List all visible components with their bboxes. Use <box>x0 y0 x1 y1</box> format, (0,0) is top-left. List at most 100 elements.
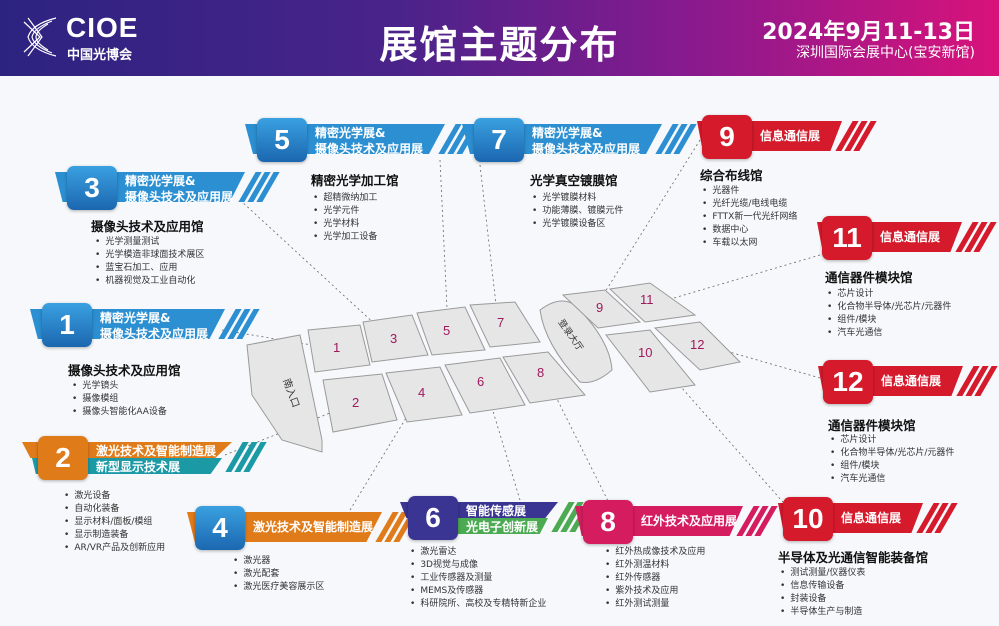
hall-5-block <box>416 306 486 356</box>
exhibit-list-item: 蓝宝石加工、应用 <box>95 262 204 275</box>
exhibit-list-item: 光学模造非球面技术展区 <box>95 249 204 262</box>
lobby-block <box>539 300 613 383</box>
theme-banner: 8 红外技术及应用展 <box>575 500 803 544</box>
hall-name: 通信器件模块馆 <box>825 270 913 285</box>
banner-theme-text: 激光技术及智能制造展 <box>96 444 217 458</box>
exhibit-list-item: 光学材料 <box>313 218 377 231</box>
exhibit-list-item: 汽车光通信 <box>827 327 951 340</box>
hall-card-1: 1精密光学展&摄像头技术及应用展摄像头技术及应用馆光学镜头摄像模组摄像头智能化A… <box>30 303 285 423</box>
logo-fan-icon <box>23 17 57 57</box>
banner-theme-text: 精密光学展& <box>532 126 603 140</box>
leader-line <box>649 254 821 306</box>
exhibit-list-item: 自动化装备 <box>64 503 165 516</box>
hall-number-badge: 11 <box>822 216 872 260</box>
exhibit-list-item: 化合物半导体/光芯片/元器件 <box>827 301 951 314</box>
banner-theme-text: 信息通信展 <box>760 129 821 143</box>
hall-number-badge: 2 <box>38 436 88 480</box>
hall-card-12: 12信息通信展通信器件模块馆芯片设计化合物半导体/光芯片/元器件组件/模块汽车光… <box>818 360 999 484</box>
theme-banner: 5 精密光学展&摄像头技术及应用展 <box>245 118 505 162</box>
hall-card-11: 11 信息通信展通信器件模块馆芯片设计化合物半导体/光芯片/元器件组件/模块汽车光… <box>817 216 999 338</box>
exhibit-list: 激光器激光配套激光医疗美容展示区 <box>233 555 324 594</box>
exhibit-list: 芯片设计化合物半导体/光芯片/元器件组件/模块汽车光通信 <box>827 288 951 340</box>
hall-11-block <box>608 282 697 323</box>
banner-theme-text: 精密光学展& <box>125 174 196 188</box>
logo-subtitle: 中国光博会 <box>67 48 133 63</box>
header-banner: CIOE 中国光博会 展馆主题分布 2024年9月11-13日 深圳国际会展中心… <box>0 0 999 76</box>
hall-number-badge: 8 <box>583 500 633 544</box>
exhibit-list-item: 功能薄膜、镀膜元件 <box>532 205 623 218</box>
hall-12-label: 12 <box>690 337 704 352</box>
hall-10-label: 10 <box>638 345 652 360</box>
hall-3-label: 3 <box>390 331 397 346</box>
hall-card-2: 2激光技术及智能制造展新型显示技术展激光设备自动化装备显示材料/面板/模组显示制… <box>22 436 292 556</box>
banner-theme-text: 激光技术及智能制造展 <box>253 520 374 534</box>
hall-2-label: 2 <box>352 395 359 410</box>
exhibit-list-item: 测试测量/仪器仪表 <box>780 567 865 580</box>
exhibit-list-item: 红外测温材料 <box>605 559 705 572</box>
exhibit-list-item: 数据中心 <box>702 224 797 237</box>
hall-4-block <box>385 366 463 423</box>
south-entrance-block <box>246 334 323 453</box>
exhibit-list-item: 科研院所、高校及专精特新企业 <box>410 598 546 611</box>
hall-number-badge: 1 <box>42 303 92 347</box>
hall-9-label: 9 <box>596 300 603 315</box>
hall-7-label: 7 <box>497 315 504 330</box>
exhibit-list: 光器件光纤光缆/电线电缆FTTX新一代光纤网络数据中心车载以太网 <box>702 185 797 250</box>
hall-6-block <box>444 357 526 414</box>
leader-line <box>599 139 701 301</box>
banner-theme-text: 红外技术及应用展 <box>641 514 738 528</box>
exhibit-list-item: AR/VR产品及创新应用 <box>64 542 165 555</box>
hall-number-badge: 9 <box>702 115 752 159</box>
hall-6-label: 6 <box>477 374 484 389</box>
exhibit-list-item: 激光雷达 <box>410 546 546 559</box>
hall-number-badge: 7 <box>474 118 524 162</box>
theme-banner: 9 信息通信展 <box>697 115 902 159</box>
hall-card-9: 9 信息通信展综合布线馆光器件光纤光缆/电线电缆FTTX新一代光纤网络数据中心车载… <box>697 115 902 248</box>
hall-2-block <box>322 373 398 433</box>
page-title: 展馆主题分布 <box>379 23 620 67</box>
map-halls <box>246 282 742 453</box>
cioe-logo: CIOE 中国光博会 <box>22 12 172 63</box>
hall-card-10: 10信息通信展半导体及光通信智能装备馆测试测量/仪器仪表信息传输设备封装设备半导… <box>778 497 983 617</box>
exhibit-list-item: 光器件 <box>702 185 797 198</box>
exhibit-list-item: 机器视觉及工业自动化 <box>95 275 204 288</box>
hall-card-4: 4激光技术及智能制造展激光器激光配套激光医疗美容展示区 <box>187 506 442 626</box>
exhibit-list-item: 组件/模块 <box>827 314 951 327</box>
exhibit-list: 红外热成像技术及应用红外测温材料红外传感器紫外技术及应用红外测试测量 <box>605 546 705 611</box>
event-date: 2024年9月11-13日 <box>762 20 975 45</box>
hall-name: 综合布线馆 <box>700 168 763 183</box>
exhibit-list-item: 激光配套 <box>233 568 324 581</box>
hall-number-badge: 5 <box>257 118 307 162</box>
banner-theme-text: 摄像头技术及应用展 <box>315 142 424 156</box>
banner-theme-text: 信息通信展 <box>881 374 942 388</box>
hall-10-block <box>605 329 696 393</box>
exhibit-list-item: FTTX新一代光纤网络 <box>702 211 797 224</box>
leader-line <box>239 199 391 339</box>
banner-theme-text: 精密光学展& <box>315 126 386 140</box>
banner-theme-text: 信息通信展 <box>880 230 941 244</box>
exhibit-list-item: 光纤光缆/电线电缆 <box>702 198 797 211</box>
banner-theme-text: 信息通信展 <box>841 511 902 525</box>
exhibit-list: 测试测量/仪器仪表信息传输设备封装设备半导体生产与制造 <box>780 567 865 619</box>
exhibit-list-item: 3D视觉与成像 <box>410 559 546 572</box>
exhibit-list-item: 红外测试测量 <box>605 598 705 611</box>
hall-12-block <box>653 321 742 371</box>
exhibit-list-item: 组件/模块 <box>830 460 954 473</box>
hall-card-3: 3精密光学展&摄像头技术及应用展摄像头技术及应用馆光学测量测试光学模造非球面技术… <box>55 166 305 286</box>
exhibit-list-item: 芯片设计 <box>830 434 954 447</box>
logo-text: CIOE <box>66 12 139 43</box>
exhibit-list-item: 激光医疗美容展示区 <box>233 581 324 594</box>
banner-theme-text: 摄像头技术及应用展 <box>532 142 641 156</box>
hall-name: 摄像头技术及应用馆 <box>68 363 181 378</box>
exhibit-list: 超精微纳加工光学元件光学材料光学加工设备 <box>313 192 377 244</box>
hall-number-badge: 6 <box>408 496 458 540</box>
banner-theme-text: 精密光学展& <box>100 311 171 325</box>
hall-name: 半导体及光通信智能装备馆 <box>778 550 929 565</box>
hall-3-block <box>362 314 429 363</box>
exhibit-list-item: 车载以太网 <box>702 237 797 250</box>
banner-theme-text: 摄像头技术及应用展 <box>125 190 234 204</box>
event-venue: 深圳国际会展中心(宝安新馆) <box>796 45 975 61</box>
exhibit-list-item: 激光器 <box>233 555 324 568</box>
